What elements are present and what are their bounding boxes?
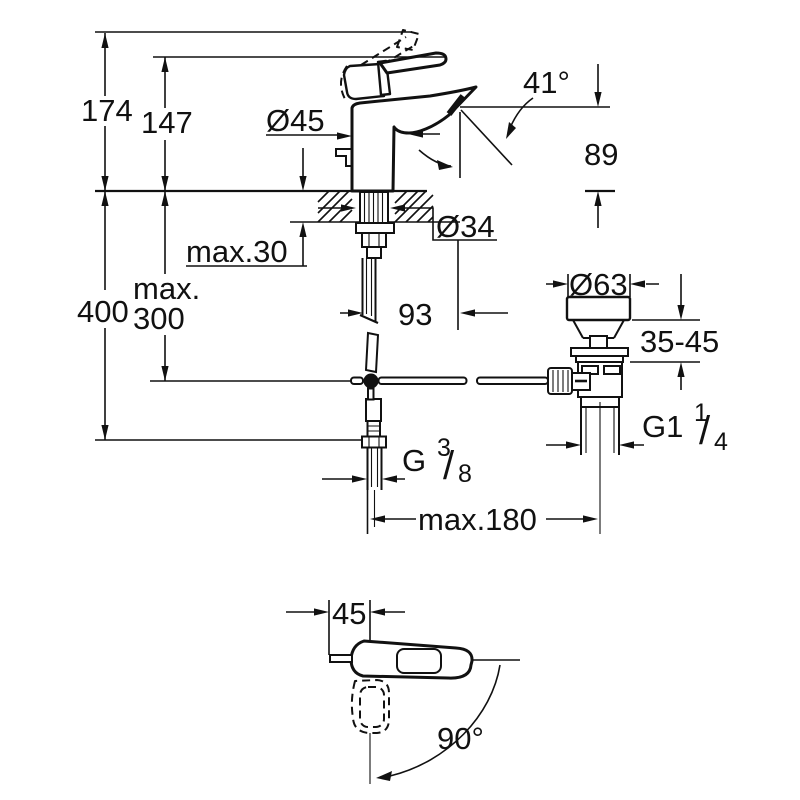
tailpipe-walls <box>580 407 620 455</box>
ext-lines-dia63 <box>567 274 631 297</box>
dim-spout-tip-height: 147 <box>141 105 193 140</box>
arrowheads-up <box>101 33 685 377</box>
dim-spout-reach: 93 <box>398 297 432 332</box>
ext-line-spout-tip-vertical <box>457 112 461 330</box>
valve-lower <box>366 420 381 438</box>
ext-lines-45 <box>328 600 371 655</box>
supply-thread-slash: / <box>443 444 455 488</box>
ball-joint <box>363 373 379 389</box>
pull-rod <box>364 331 380 374</box>
arrowhead-41-leader <box>506 122 516 139</box>
handle-alt-tip-dashed <box>396 29 420 51</box>
waste-thread-sup: 1 <box>694 399 708 427</box>
faucet-body <box>335 85 478 193</box>
washer <box>355 222 395 234</box>
dim-spout-angle: 41° <box>523 65 570 100</box>
valve-detail <box>367 425 380 432</box>
dim-line-max30 <box>186 148 307 267</box>
dim-deck-hole-diameter: Ø34 <box>436 209 495 244</box>
lower-pipe-walls <box>366 447 383 490</box>
dim-rod-max-value: 300 <box>133 301 185 336</box>
handle-cap <box>342 62 386 101</box>
supply-pipe-walls <box>361 258 377 322</box>
handle-plan-inner-detail <box>396 648 442 674</box>
side-view <box>95 29 632 534</box>
mounting-nut <box>361 232 387 248</box>
angle-41-slant-line <box>460 109 513 166</box>
clamp-knurl <box>552 370 569 392</box>
dim-rod-max-prefix: max. <box>133 271 200 306</box>
waste-slot-right <box>603 365 621 375</box>
dim-handle-projection: 45 <box>332 596 366 631</box>
dim-waste-deck-range: 35-45 <box>640 324 719 359</box>
waste-thread-base: G1 <box>642 409 683 444</box>
dim-supply-thread: G 3 / 8 <box>402 434 472 488</box>
handle-lever <box>378 51 448 75</box>
handle-plan-alt-inner-dashed <box>359 686 385 728</box>
waste-thread-slash: / <box>699 409 711 453</box>
dim-line-dia45 <box>266 133 440 136</box>
arc-90 <box>389 664 501 777</box>
deck-section <box>95 189 615 223</box>
shank-threads <box>363 192 384 223</box>
reducer <box>366 246 382 259</box>
dim-max-deck-thickness: max.30 <box>186 234 288 269</box>
supply-thread-sup: 3 <box>437 434 451 462</box>
waste-taper <box>572 319 625 339</box>
dim-waste-thread: G1 1 / 4 <box>642 399 728 456</box>
dim-total-height: 174 <box>81 93 133 128</box>
mounting-shank <box>355 191 395 259</box>
dim-body-diameter: Ø45 <box>266 103 325 138</box>
nut-facets <box>368 233 380 247</box>
horizontal-rod-right <box>476 376 549 385</box>
supply-thread-base: G <box>402 443 426 478</box>
g38-nut <box>361 435 387 449</box>
waste-flange <box>565 295 632 322</box>
supply-pipe-cut <box>359 313 379 325</box>
dimensions-side-view: 174 147 400 max. 300 Ø45 41° 89 max.30 Ø… <box>77 31 728 616</box>
arrowhead-swing-arc <box>437 160 453 170</box>
tailpipe-inner-and-centerline <box>585 402 615 534</box>
aerator-icon <box>446 94 466 116</box>
dim-supply-length: 400 <box>77 294 129 329</box>
pop-up-waste <box>547 295 632 534</box>
spout-swing-arc <box>418 149 452 167</box>
leader-dia34 <box>318 207 497 241</box>
g38-nut-facets <box>368 436 380 448</box>
rod-left-stub <box>350 376 364 385</box>
arrowhead-arc-90 <box>376 771 392 781</box>
dim-outlet-height: 89 <box>584 137 618 172</box>
pop-up-rod <box>350 331 549 401</box>
lower-pipe-inner <box>370 447 379 527</box>
horizontal-rod-left <box>377 376 468 385</box>
pull-rod-knob <box>335 148 352 167</box>
handle-plan-alt-dashed <box>350 679 390 734</box>
supply-thread-sub: 8 <box>458 460 472 488</box>
dim-handle-swing: 90° <box>437 721 484 756</box>
faucet-handle <box>340 29 448 101</box>
plan-view: 45 90° <box>286 596 520 784</box>
handle-plan-outline <box>349 639 474 680</box>
valve-body <box>365 398 382 422</box>
dim-max-waste-offset: max.180 <box>418 502 537 537</box>
waste-seal-flange <box>570 347 629 357</box>
dim-waste-flange-diameter: Ø63 <box>569 267 628 302</box>
waste-thread-sub: 4 <box>714 428 728 456</box>
dimensions-plan-view: 45 90° <box>286 596 520 781</box>
ref-lines-35-45 <box>630 319 700 363</box>
handle-plan-tip-tab <box>329 654 353 663</box>
supply-pipe-inner <box>365 258 373 316</box>
rod-below-ball <box>367 387 375 401</box>
supply-pipe <box>359 258 387 527</box>
